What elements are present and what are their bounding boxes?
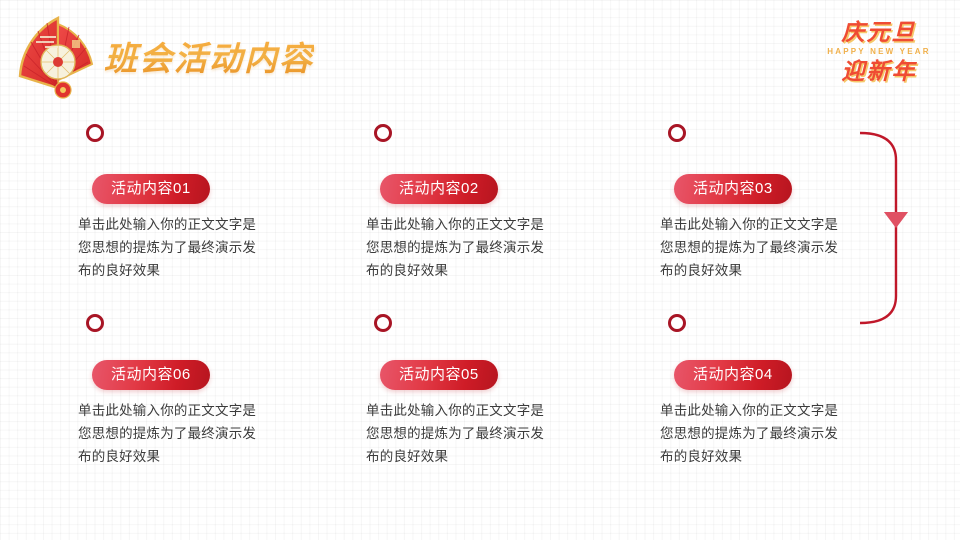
content-block-01[interactable]: 活动内容01 单击此处输入你的正文文字是您思想的提炼为了最终演示发布的良好效果 bbox=[78, 174, 278, 282]
slide-header: 班会活动内容 庆元旦 HAPPY NEW YEAR 迎新年 bbox=[0, 0, 960, 108]
block-title-pill[interactable]: 活动内容01 bbox=[92, 174, 210, 204]
timeline-node bbox=[668, 124, 686, 142]
block-body-text: 单击此处输入你的正文文字是您思想的提炼为了最终演示发布的良好效果 bbox=[78, 403, 257, 464]
content-block-04[interactable]: 活动内容04 单击此处输入你的正文文字是您思想的提炼为了最终演示发布的良好效果 bbox=[660, 360, 860, 468]
block-title-pill[interactable]: 活动内容04 bbox=[674, 360, 792, 390]
block-body-text: 单击此处输入你的正文文字是您思想的提炼为了最终演示发布的良好效果 bbox=[366, 403, 545, 464]
block-title-pill[interactable]: 活动内容06 bbox=[92, 360, 210, 390]
block-title-pill[interactable]: 活动内容05 bbox=[380, 360, 498, 390]
block-body-text: 单击此处输入你的正文文字是您思想的提炼为了最终演示发布的良好效果 bbox=[366, 217, 545, 278]
content-block-02[interactable]: 活动内容02 单击此处输入你的正文文字是您思想的提炼为了最终演示发布的良好效果 bbox=[366, 174, 566, 282]
content-block-05[interactable]: 活动内容05 单击此处输入你的正文文字是您思想的提炼为了最终演示发布的良好效果 bbox=[366, 360, 566, 468]
brand-english-text: HAPPY NEW YEAR bbox=[827, 47, 931, 56]
block-title-pill[interactable]: 活动内容02 bbox=[380, 174, 498, 204]
block-body-text: 单击此处输入你的正文文字是您思想的提炼为了最终演示发布的良好效果 bbox=[660, 217, 839, 278]
page-title: 班会活动内容 bbox=[104, 36, 314, 82]
brand-line-2: 迎新年 bbox=[841, 58, 917, 84]
content-block-03[interactable]: 活动内容03 单击此处输入你的正文文字是您思想的提炼为了最终演示发布的良好效果 bbox=[660, 174, 860, 282]
block-body-text: 单击此处输入你的正文文字是您思想的提炼为了最终演示发布的良好效果 bbox=[78, 217, 257, 278]
timeline-node bbox=[86, 314, 104, 332]
timeline-node bbox=[374, 314, 392, 332]
block-title-pill[interactable]: 活动内容03 bbox=[674, 174, 792, 204]
brand-line-1: 庆元旦 bbox=[841, 19, 917, 45]
timeline-node bbox=[374, 124, 392, 142]
timeline-node bbox=[86, 124, 104, 142]
arrow-down-icon bbox=[884, 212, 908, 228]
timeline-node bbox=[668, 314, 686, 332]
content-block-06[interactable]: 活动内容06 单击此处输入你的正文文字是您思想的提炼为了最终演示发布的良好效果 bbox=[78, 360, 278, 468]
chinese-fan-icon bbox=[14, 10, 100, 106]
new-year-brand-logo: 庆元旦 HAPPY NEW YEAR 迎新年 bbox=[812, 20, 946, 92]
block-body-text: 单击此处输入你的正文文字是您思想的提炼为了最终演示发布的良好效果 bbox=[660, 403, 839, 464]
